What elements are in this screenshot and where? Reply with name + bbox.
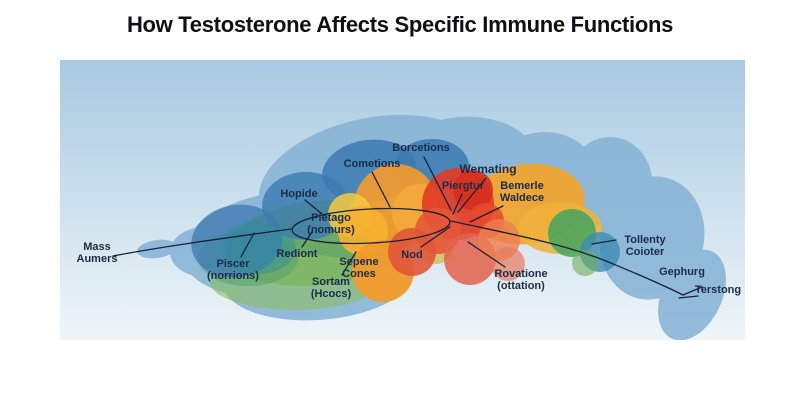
page-title: How Testosterone Affects Specific Immune…: [126, 12, 674, 37]
cometions-leader: [371, 171, 391, 208]
piergtur-leader: [452, 193, 463, 215]
tollenty-leader: [591, 239, 617, 245]
route-line-right: [450, 220, 703, 296]
region-teal-overlay: [220, 222, 296, 274]
region-red-deep: [453, 170, 493, 210]
pietago-ellipse: [291, 207, 451, 245]
borcetions-leader: [423, 156, 452, 211]
hopide-leader: [304, 199, 323, 215]
leader-lines: [112, 156, 703, 299]
route-line-left: [112, 228, 292, 257]
rovatione-leader: [467, 241, 506, 268]
wemating-leader: [457, 177, 487, 213]
rediont-leader: [301, 231, 313, 248]
region-blue-piscer: [191, 204, 283, 278]
piscer-leader: [240, 232, 255, 258]
terstong-leader: [678, 295, 699, 299]
bemerle-leader: [469, 205, 504, 223]
nod-leader: [420, 226, 451, 248]
sortam-leader: [341, 251, 357, 276]
region-salmon-small: [491, 247, 525, 281]
region-green-east-small: [572, 250, 598, 276]
